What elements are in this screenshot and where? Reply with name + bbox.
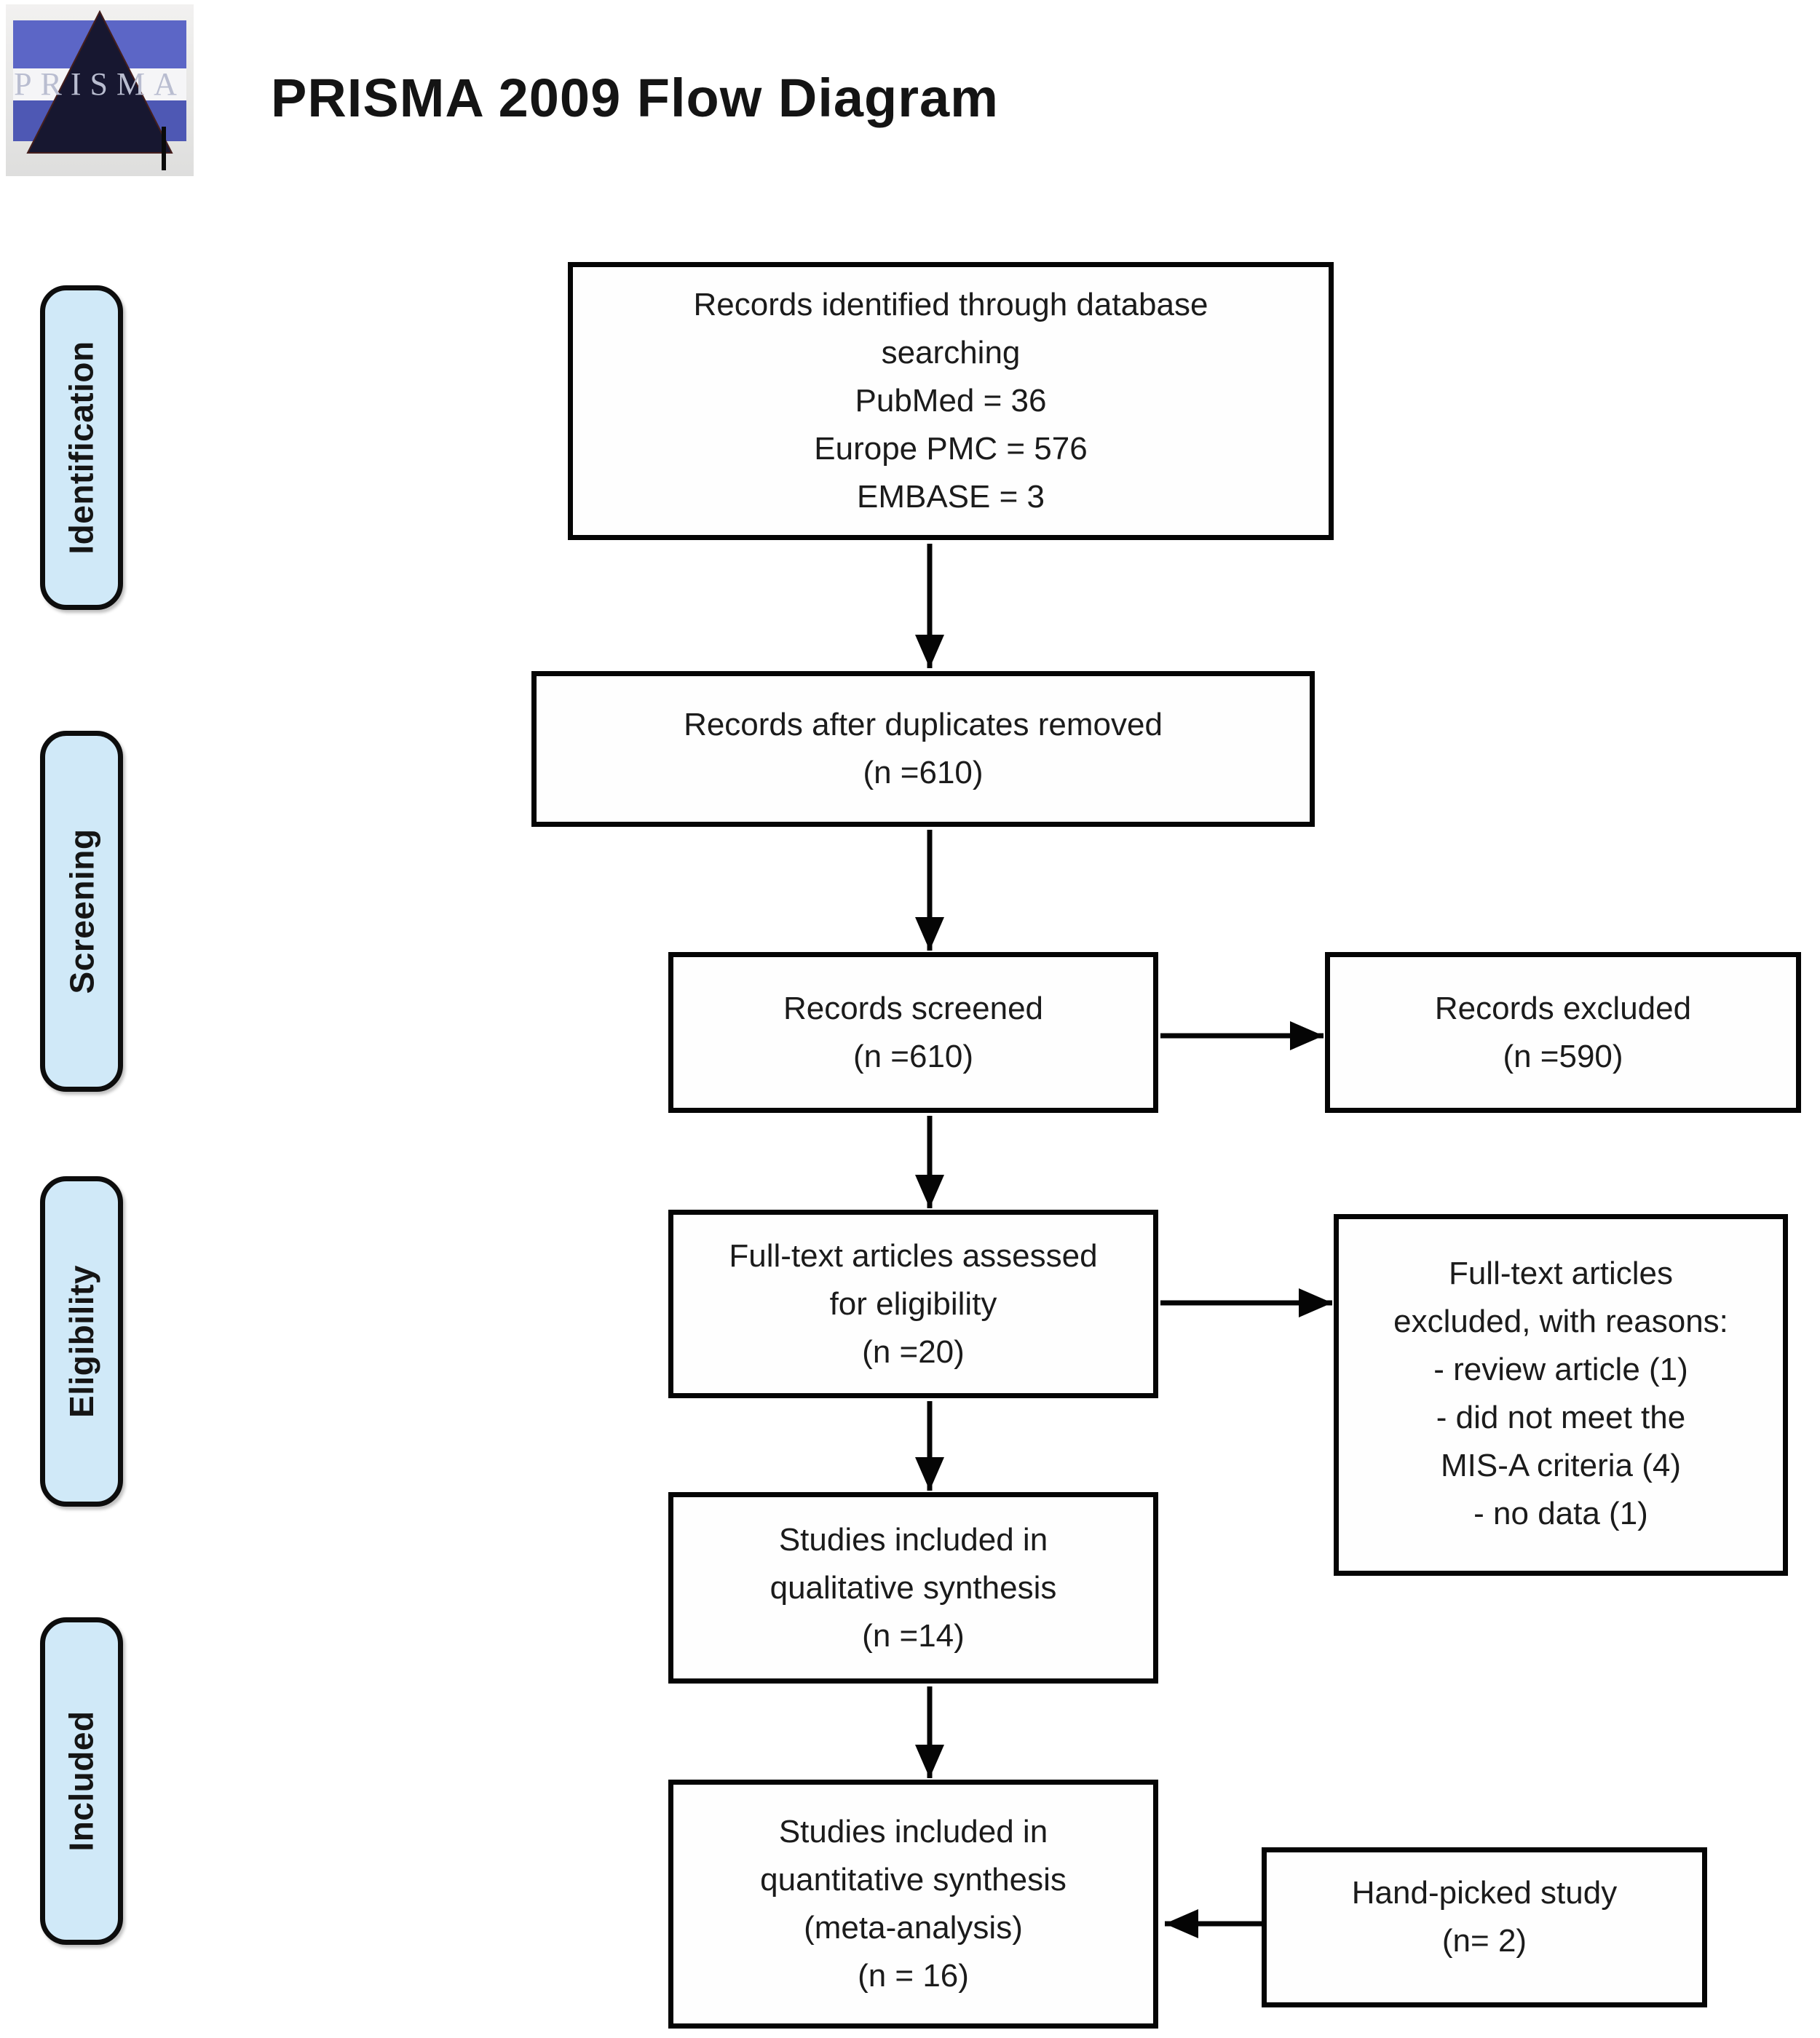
box-text-line: (meta-analysis) — [804, 1910, 1023, 1946]
box-text-line: Records after duplicates removed — [684, 707, 1163, 742]
box-text-line: searching — [881, 335, 1021, 370]
box-text-line: (n = 16) — [858, 1958, 969, 1994]
box-text-line: (n =610) — [852, 1038, 974, 1074]
box-text-line: Europe PMC = 576 — [814, 431, 1088, 467]
box-text-line: (n =14) — [862, 1617, 965, 1654]
box-text-line: - review article (1) — [1433, 1352, 1688, 1387]
phase-label-identification: Identification — [40, 285, 123, 610]
box-text-line: qualitative synthesis — [769, 1569, 1057, 1606]
box-text-line: Full-text articles assessed — [729, 1237, 1098, 1274]
box-text-line: MIS-A criteria (4) — [1440, 1448, 1682, 1483]
box-records-screened: Records screened (n =610) — [668, 952, 1158, 1113]
box-records-excluded: Records excluded (n =590) — [1325, 952, 1801, 1113]
box-text-line: EMBASE = 3 — [856, 479, 1045, 515]
box-text-line: excluded, with reasons: — [1393, 1304, 1728, 1339]
box-text-line: Studies included in — [778, 1521, 1048, 1558]
box-text-line: - no data (1) — [1473, 1496, 1648, 1531]
phase-label-eligibility-text: Eligibility — [63, 1265, 100, 1418]
box-text-line: (n =20) — [862, 1333, 965, 1370]
box-text-line: (n =590) — [1503, 1038, 1623, 1074]
phase-label-included: Included — [40, 1617, 123, 1945]
page-title: PRISMA 2009 Flow Diagram — [271, 68, 999, 128]
phase-label-identification-text: Identification — [63, 341, 101, 555]
box-text-line: for eligibility — [829, 1285, 997, 1322]
phase-label-eligibility: Eligibility — [40, 1176, 123, 1507]
box-text-line: (n =610) — [863, 755, 984, 790]
phase-label-screening-text: Screening — [63, 828, 101, 994]
box-fulltext-excluded: Full-text articles excluded, with reasons… — [1334, 1214, 1788, 1576]
box-text-line: PubMed = 36 — [855, 383, 1047, 419]
box-text-line: Studies included in — [778, 1814, 1048, 1849]
box-text-line: quantitative synthesis — [760, 1862, 1067, 1898]
box-text-line: Records identified through database — [693, 287, 1208, 322]
text-cursor-artifact — [162, 127, 166, 170]
box-text-line: Records screened — [783, 990, 1044, 1026]
box-text-line: (n= 2) — [1441, 1923, 1527, 1959]
phase-label-included-text: Included — [63, 1710, 100, 1852]
box-records-identified: Records identified through database searc… — [568, 262, 1334, 540]
logo-text: PRISMA — [14, 66, 186, 102]
phase-label-screening: Screening — [40, 731, 123, 1092]
box-text-line: Records excluded — [1434, 990, 1692, 1026]
box-quantitative-synthesis: Studies included in quantitative synthesi… — [668, 1780, 1158, 2029]
logo-triangle — [26, 9, 173, 154]
box-fulltext-assessed: Full-text articles assessed for eligibili… — [668, 1210, 1158, 1398]
prisma-logo-icon: PRISMA — [6, 4, 194, 176]
box-text-line: - did not meet the — [1436, 1400, 1686, 1435]
box-text-line: Full-text articles — [1448, 1256, 1674, 1291]
box-handpicked-study: Hand-picked study (n= 2) — [1262, 1847, 1707, 2007]
box-text-line: Hand-picked study — [1351, 1875, 1618, 1911]
box-qualitative-synthesis: Studies included in qualitative synthesis… — [668, 1492, 1158, 1684]
box-duplicates-removed: Records after duplicates removed (n =610) — [531, 671, 1315, 827]
